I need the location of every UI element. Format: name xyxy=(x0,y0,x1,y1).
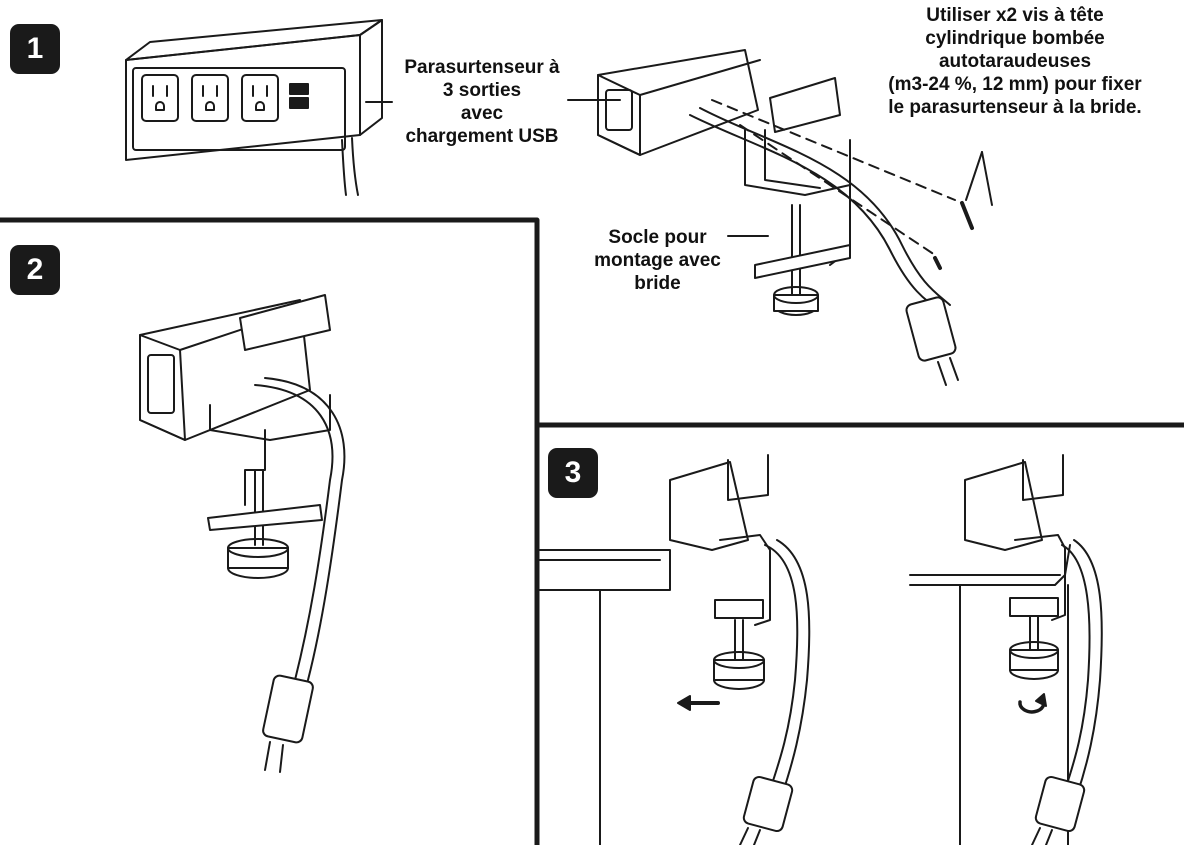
screws-label-line: (m3-24 %, 12 mm) pour fixer xyxy=(888,74,1142,95)
power-strip-label-line: Parasurtenseur à xyxy=(404,57,560,78)
clamp-assembly-illustration xyxy=(964,454,1103,845)
screws-label-line: le parasurtenseur à la bride. xyxy=(888,97,1142,118)
clamp-base-label-line: montage avec xyxy=(594,250,721,271)
screws-label-line: cylindrique bombée xyxy=(925,28,1105,49)
tighten-arrow-icon xyxy=(677,695,720,711)
clamp-assembly-illustration xyxy=(567,49,993,386)
power-strip-label-line: chargement USB xyxy=(405,126,559,147)
outlet-icon xyxy=(241,74,279,122)
outlet-icon xyxy=(191,74,229,122)
screws-label-line: autotaraudeuses xyxy=(938,51,1092,72)
power-strip-label: Parasurtenseur à 3 sorties avec chargeme… xyxy=(382,56,582,148)
panel-dividers xyxy=(0,217,1184,845)
clamp-base-label-line: bride xyxy=(634,273,681,294)
screws-label-line: Utiliser x2 vis à tête xyxy=(926,5,1104,26)
plug-icon xyxy=(262,674,314,773)
power-strip-illustration xyxy=(125,19,383,196)
desk-icon xyxy=(539,549,671,845)
clamp-base-label-line: Socle pour xyxy=(608,227,707,248)
plug-icon xyxy=(739,775,794,845)
plug-icon xyxy=(1031,775,1086,845)
clamp-assembly-illustration xyxy=(139,294,346,773)
power-strip-label-line: avec xyxy=(460,103,504,124)
screws-label: Utiliser x2 vis à tête cylindrique bombé… xyxy=(850,4,1180,119)
power-strip-label-line: 3 sorties xyxy=(442,80,522,101)
clamp-assembly-illustration xyxy=(669,454,811,845)
usb-port-icon xyxy=(289,83,309,109)
step-badge: 2 xyxy=(10,245,60,295)
clamp-base-label: Socle pour montage avec bride xyxy=(585,226,730,295)
plug-icon xyxy=(905,296,959,386)
screw-icon xyxy=(933,201,974,270)
step-badge: 1 xyxy=(10,24,60,74)
step-badge: 3 xyxy=(548,448,598,498)
rotate-arrow-icon xyxy=(1018,693,1047,714)
outlet-icon xyxy=(141,74,179,122)
